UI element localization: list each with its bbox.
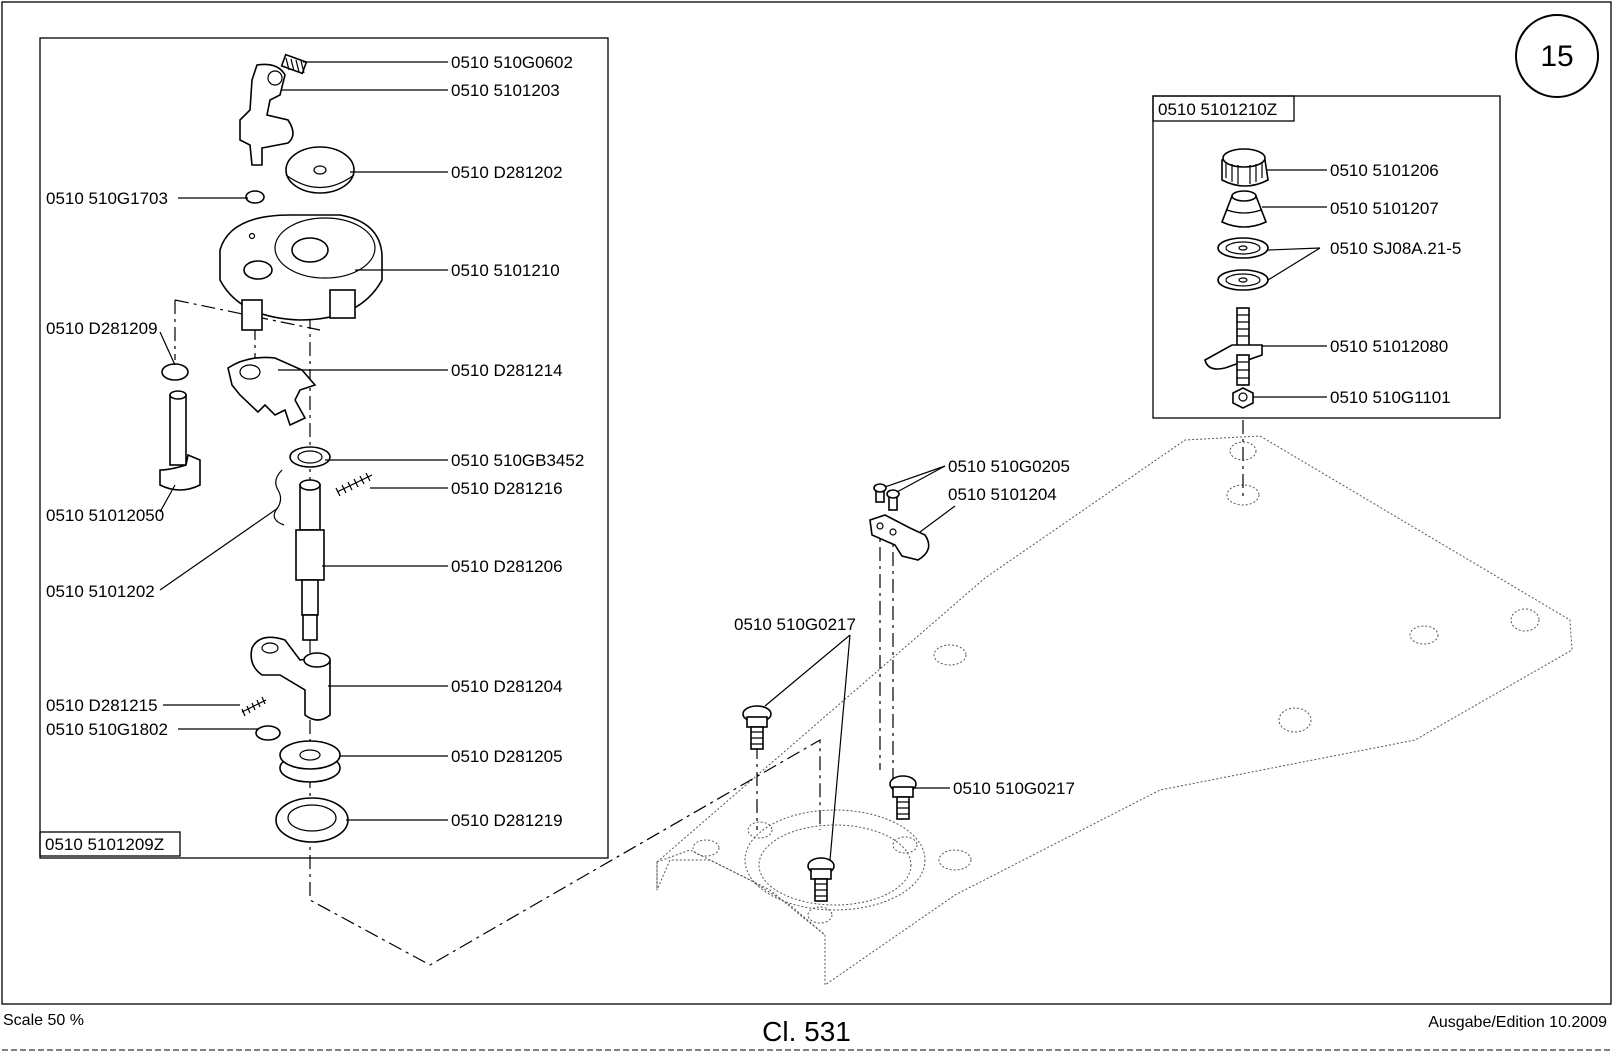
callout-D281204: 0510 D281204 xyxy=(451,677,563,696)
callout-SJ08A-21-5: 0510 SJ08A.21-5 xyxy=(1330,239,1461,258)
callout-510GB3452: 0510 510GB3452 xyxy=(451,451,584,470)
right-group-box xyxy=(1152,95,1501,419)
left-group-box xyxy=(39,37,609,859)
callout-510G0602: 0510 510G0602 xyxy=(451,53,573,72)
callout-5101204: 0510 5101204 xyxy=(948,485,1057,504)
callout-D281216: 0510 D281216 xyxy=(451,479,563,498)
right-group-label-box xyxy=(1152,95,1295,122)
callout-D281215: 0510 D281215 xyxy=(46,696,158,715)
left-callouts: 0510 510G0602 0510 5101203 0510 D281202 … xyxy=(46,53,584,830)
callout-D281205: 0510 D281205 xyxy=(451,747,563,766)
callout-D281209: 0510 D281209 xyxy=(46,319,158,338)
callout-510G0217-right: 0510 510G0217 xyxy=(953,779,1075,798)
base-plate xyxy=(656,435,1573,986)
right-parts xyxy=(1204,148,1269,409)
right-group-label: 0510 5101210Z xyxy=(1158,100,1277,119)
left-parts xyxy=(159,53,383,843)
callout-D281202: 0510 D281202 xyxy=(451,163,563,182)
left-leader-lines xyxy=(159,61,448,821)
callout-5101210: 0510 5101210 xyxy=(451,261,560,280)
right-leader-lines xyxy=(1253,169,1327,398)
callout-5101202: 0510 5101202 xyxy=(46,582,155,601)
callout-51012050: 0510 51012050 xyxy=(46,506,164,525)
callout-510G0205: 0510 510G0205 xyxy=(948,457,1070,476)
page-number-badge: 15 xyxy=(1515,14,1599,98)
outer-frame xyxy=(1,1,1612,1005)
callout-5101206: 0510 5101206 xyxy=(1330,161,1439,180)
callout-5101207: 0510 5101207 xyxy=(1330,199,1439,218)
callout-510G0217-left: 0510 510G0217 xyxy=(734,615,856,634)
callout-5101203: 0510 5101203 xyxy=(451,81,560,100)
assembly-lines xyxy=(174,245,1244,966)
left-group-label-box xyxy=(39,831,181,857)
callout-510G1802: 0510 510G1802 xyxy=(46,720,168,739)
edition-text: Ausgabe/Edition 10.2009 xyxy=(1428,1014,1607,1031)
callout-510G1703: 0510 510G1703 xyxy=(46,189,168,208)
page-number: 15 xyxy=(1540,40,1573,73)
plate-callouts: 0510 510G0205 0510 5101204 0510 510G0217… xyxy=(734,457,1075,798)
callout-D281214: 0510 D281214 xyxy=(451,361,563,380)
plate-parts xyxy=(742,483,930,902)
scale-text: Scale 50 % xyxy=(3,1012,84,1029)
model-title: Cl. 531 xyxy=(762,1016,851,1047)
callout-510G1101: 0510 510G1101 xyxy=(1330,388,1451,407)
right-callouts: 0510 5101206 0510 5101207 0510 SJ08A.21-… xyxy=(1330,161,1461,407)
left-group-label: 0510 5101209Z xyxy=(45,835,164,854)
callout-D281219: 0510 D281219 xyxy=(451,811,563,830)
plate-leader-lines xyxy=(764,465,956,861)
callout-51012080: 0510 51012080 xyxy=(1330,337,1448,356)
callout-D281206: 0510 D281206 xyxy=(451,557,563,576)
